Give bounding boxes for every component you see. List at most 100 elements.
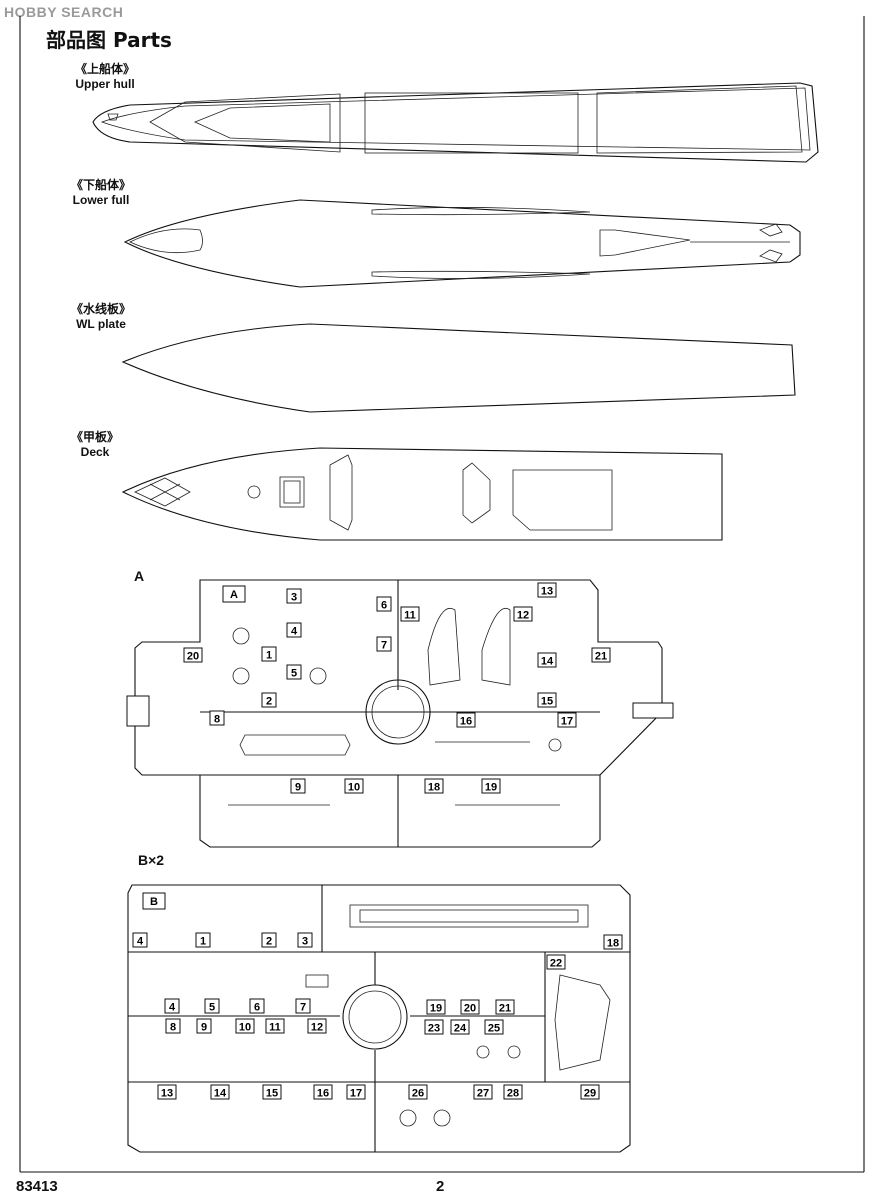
- sprue-b-number-box: [249, 998, 265, 1014]
- sprue-a-number-box: [376, 596, 392, 612]
- wl-plate-label-en: WL plate: [76, 317, 126, 331]
- sprue-b-number-box: [210, 1084, 230, 1100]
- sprue-a-number-box: [286, 588, 302, 604]
- sprue-a-number-label: 16: [460, 716, 472, 728]
- deck: [121, 447, 723, 541]
- wl-plate-label: 《水线板》 WL plate: [46, 302, 156, 332]
- sprue-b-number-box: [484, 1019, 504, 1035]
- sprue-b-number-label: 8: [170, 1022, 176, 1034]
- sprue-b-label: B×2: [138, 852, 165, 868]
- sprue-a-number-label: 2: [266, 696, 272, 708]
- sprue-a-number-box: [513, 606, 533, 622]
- sprue-a-number-label: 6: [381, 600, 387, 612]
- sprue-b-number-label: 27: [477, 1088, 489, 1100]
- sprue-b-number-box: [580, 1084, 600, 1100]
- sprue-a-number-label: 19: [485, 782, 497, 794]
- sprue-a-number-label: 12: [517, 610, 529, 622]
- sprue-b-number-label: 4: [137, 936, 144, 948]
- sprue-b-number-box: [546, 954, 566, 970]
- upper-hull-label-cn: 《上船体》: [74, 62, 135, 76]
- sprue-b-number-box: [297, 932, 313, 948]
- sprue-b-number-label: 23: [428, 1023, 440, 1035]
- sprue-a-number-box: [209, 710, 225, 726]
- sprue-b-number-box: [424, 1019, 444, 1035]
- sprue-a-number-box: [537, 652, 557, 668]
- sprue-a-number-label: 17: [561, 716, 573, 728]
- page-title: 部品图 Parts: [46, 28, 172, 52]
- sprue-b-number-box: [307, 1018, 327, 1034]
- sprue-a-number-box: [261, 646, 277, 662]
- sprue-a-number-label: 4: [291, 626, 298, 638]
- sprue-b-tag-box: [142, 892, 166, 910]
- sprue-b-number-box: [204, 998, 220, 1014]
- upper-hull: [92, 82, 819, 163]
- sprue-b-number-box: [262, 1084, 282, 1100]
- sprue-a-number-box: [183, 647, 203, 663]
- sprue-a-number-label: 20: [187, 651, 199, 663]
- product-code: 83413: [16, 1178, 58, 1195]
- sprue-b-number-box: [313, 1084, 333, 1100]
- sprue-a-number-label: 1: [266, 650, 272, 662]
- sprue-b-number-label: 3: [302, 936, 308, 948]
- sprue-b-number-label: 29: [584, 1088, 596, 1100]
- sprue-b-number-box: [346, 1084, 366, 1100]
- sprue-a-number-box: [537, 692, 557, 708]
- sprue-b-number-box: [265, 1018, 285, 1034]
- sprue-a-number-box: [290, 778, 306, 794]
- sprue-a-tag: A: [230, 589, 238, 601]
- sprue-b-number-label: 2: [266, 936, 272, 948]
- sprue-a-number-label: 5: [291, 668, 297, 680]
- sprue-b-number-label: 16: [317, 1088, 329, 1100]
- sprue-b-number-label: 20: [464, 1003, 476, 1015]
- sprue-b-number-box: [165, 1018, 181, 1034]
- sprue-b-number-label: 5: [209, 1002, 215, 1014]
- sprue-b-number-label: 28: [507, 1088, 519, 1100]
- sprue-b-number-label: 6: [254, 1002, 260, 1014]
- sprue-b-number-label: 14: [214, 1088, 227, 1100]
- sprue-a-number-label: 21: [595, 651, 607, 663]
- sprue-b-number-label: 15: [266, 1088, 278, 1100]
- lower-hull: [123, 199, 801, 288]
- sprue-a-number-box: [376, 636, 392, 652]
- sprue-b-number-label: 11: [269, 1022, 281, 1034]
- sprue-b-number-label: 22: [550, 958, 562, 970]
- sprue-b-number-box: [426, 999, 446, 1015]
- sprue-a-number-box: [456, 712, 476, 728]
- sprue-a-number-label: 3: [291, 592, 297, 604]
- sprue-b-number-box: [450, 1019, 470, 1035]
- sprue-a-number-label: 9: [295, 782, 301, 794]
- sprue-b-number-box: [261, 932, 277, 948]
- sprue-b-number-label: 13: [161, 1088, 173, 1100]
- sprue-b-number-label: 18: [607, 938, 619, 950]
- sprue-a-gate-left: [126, 695, 150, 727]
- upper-hull-label-en: Upper hull: [75, 77, 135, 91]
- sprue-b-number-label: 7: [300, 1002, 306, 1014]
- sprue-b-number-box: [503, 1084, 523, 1100]
- lower-hull-label-cn: 《下船体》: [70, 178, 131, 192]
- sprue-b-number-label: 21: [499, 1003, 511, 1015]
- sprue-b-number-box: [157, 1084, 177, 1100]
- sprue-a-number-label: 8: [214, 714, 220, 726]
- sprue-b-number-label: 10: [239, 1022, 251, 1034]
- sprue-b-number-box: [196, 1018, 212, 1034]
- sprue-b-number-box: [408, 1084, 428, 1100]
- sprue-a-number-label: 18: [428, 782, 440, 794]
- sprue-b-number-label: 24: [454, 1023, 467, 1035]
- upper-hull-label: 《上船体》 Upper hull: [50, 62, 160, 92]
- sprue-a-number-label: 11: [404, 610, 416, 622]
- sprue-a-number-label: 15: [541, 696, 553, 708]
- lower-hull-label: 《下船体》 Lower full: [46, 178, 156, 208]
- sprue-a: A: [126, 579, 674, 848]
- sprue-a-number-box: [286, 664, 302, 680]
- sprue-a-tag-box: [222, 585, 246, 603]
- sprue-b-number-box: [195, 932, 211, 948]
- sprue-b-tag: B: [150, 896, 158, 908]
- sprue-b: B: [127, 884, 631, 1153]
- deck-label-en: Deck: [80, 445, 110, 459]
- sprue-b-number-box: [235, 1018, 255, 1034]
- wl-plate-label-cn: 《水线板》: [70, 302, 131, 316]
- sprue-a-number-box: [481, 778, 501, 794]
